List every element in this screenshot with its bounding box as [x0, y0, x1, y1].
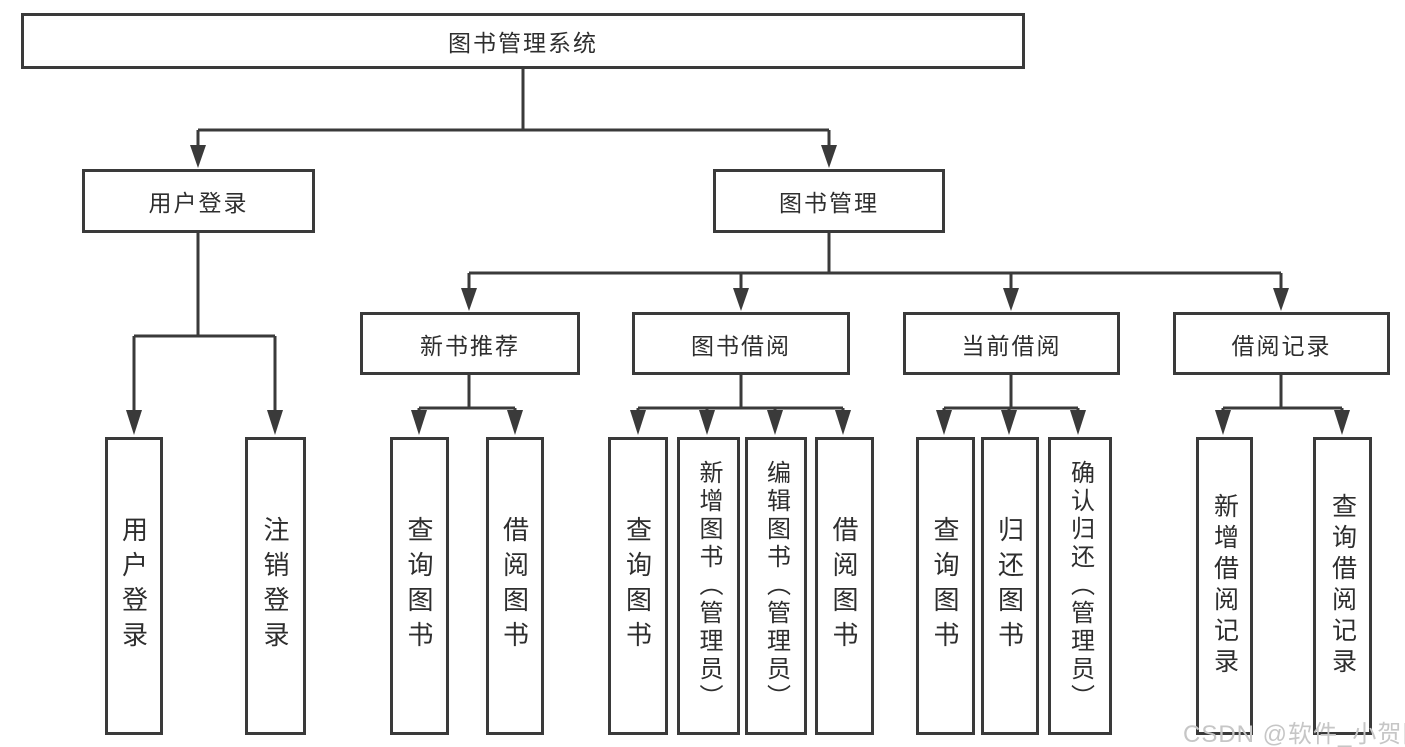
node-new-book-recommend: 新书推荐 — [360, 312, 580, 375]
leaf-query-books-1: 查询图书 — [390, 437, 449, 735]
node-book-management-branch: 图书管理 — [713, 169, 945, 233]
leaf-return-books: 归还图书 — [981, 437, 1039, 735]
arrowheads — [126, 145, 1350, 435]
leaf-label: 查询图书 — [622, 516, 653, 656]
leaf-label: 新增借阅记录 — [1210, 493, 1239, 679]
node-borrowing-records: 借阅记录 — [1173, 312, 1390, 375]
leaf-borrow-books-1: 借阅图书 — [486, 437, 544, 735]
node-root-label: 图书管理系统 — [448, 30, 598, 56]
leaf-borrow-books-2: 借阅图书 — [815, 437, 874, 735]
leaf-logout: 注销登录 — [245, 437, 306, 735]
watermark-text: CSDN @软件_小贺同学 — [1183, 721, 1405, 747]
leaf-label: 新增图书（管理员） — [695, 460, 722, 712]
leaf-user-login: 用户登录 — [105, 437, 163, 735]
leaf-label: 查询借阅记录 — [1328, 493, 1357, 679]
leaf-confirm-return-admin: 确认归还（管理员） — [1048, 437, 1112, 735]
leaf-label: 确认归还（管理员） — [1066, 460, 1094, 712]
leaf-label: 借阅图书 — [829, 516, 859, 656]
node-book-borrowing: 图书借阅 — [632, 312, 850, 375]
leaf-label: 注销登录 — [260, 516, 290, 656]
leaf-query-borrow-record: 查询借阅记录 — [1313, 437, 1372, 735]
node-user-login-branch: 用户登录 — [82, 169, 315, 233]
node-label: 当前借阅 — [961, 332, 1062, 359]
node-current-borrowing: 当前借阅 — [903, 312, 1120, 375]
leaf-label: 借阅图书 — [499, 516, 530, 656]
leaf-add-book-admin: 新增图书（管理员） — [677, 437, 740, 735]
node-label: 图书管理 — [779, 190, 879, 216]
leaf-query-books-3: 查询图书 — [916, 437, 975, 735]
node-label: 图书借阅 — [691, 332, 791, 359]
leaf-label: 查询图书 — [930, 516, 960, 656]
leaf-query-books-2: 查询图书 — [608, 437, 668, 735]
leaf-label: 归还图书 — [994, 516, 1025, 656]
node-label: 用户登录 — [148, 190, 249, 216]
leaf-add-borrow-record: 新增借阅记录 — [1196, 437, 1253, 735]
leaf-edit-book-admin: 编辑图书（管理员） — [745, 437, 807, 735]
node-root-system: 图书管理系统 — [21, 13, 1025, 69]
leaf-label: 编辑图书（管理员） — [762, 460, 790, 712]
node-label: 新书推荐 — [420, 332, 520, 359]
node-label: 借阅记录 — [1231, 332, 1332, 359]
leaf-label: 查询图书 — [404, 516, 434, 656]
leaf-label: 用户登录 — [118, 516, 149, 656]
